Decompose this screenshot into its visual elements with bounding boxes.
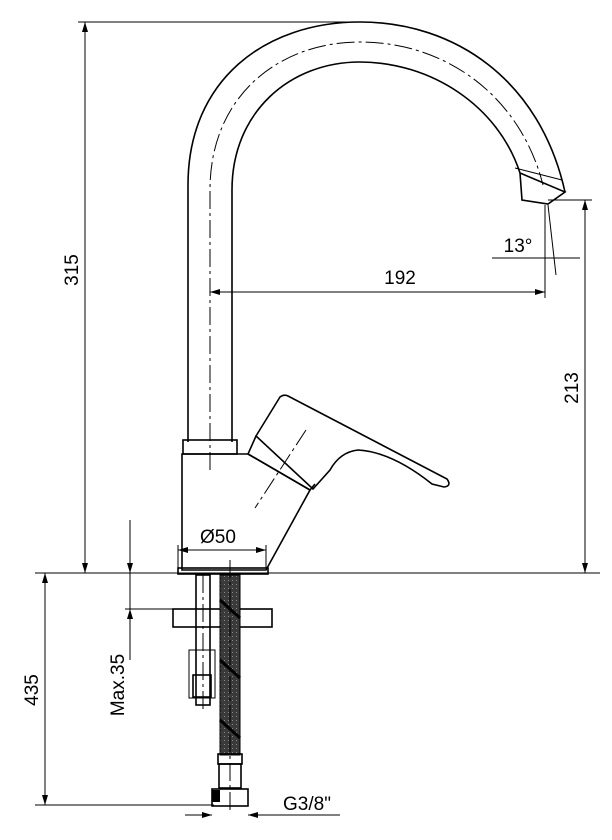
- dim-213-label: 213: [562, 372, 583, 404]
- spout: [187, 21, 567, 470]
- dim-g38-label: G3/8": [283, 794, 331, 815]
- dim-13-label: 13°: [504, 236, 533, 257]
- dim-13-extension: [547, 204, 557, 276]
- lever-handle: [246, 394, 450, 509]
- dim-315-label: 315: [62, 254, 83, 286]
- supply-hose: [211, 560, 249, 810]
- dim-435-label: 435: [22, 674, 43, 706]
- dim-max35-label: Max.35: [108, 654, 129, 716]
- dim-50-label: Ø50: [200, 527, 236, 548]
- faucet-body: [177, 439, 312, 575]
- dim-192-label: 192: [384, 268, 416, 289]
